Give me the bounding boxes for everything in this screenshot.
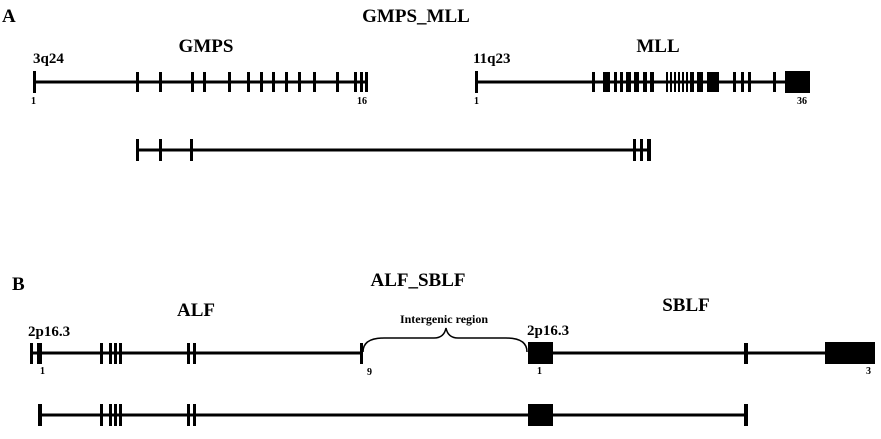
alf-exon [100, 343, 103, 364]
mll-exon [643, 72, 647, 92]
mll-exon [773, 72, 776, 92]
gmps-exon [136, 72, 139, 92]
gmps-exon-last-number: 16 [357, 96, 367, 107]
mll-gene-label: MLL [636, 36, 679, 57]
sblf-exon-last-number: 3 [866, 366, 871, 377]
gmps-exon [298, 72, 301, 92]
sblf-gene-track [528, 342, 875, 364]
mll-exon-last-number: 36 [797, 96, 807, 107]
alf-gene-track [30, 343, 363, 364]
alf-exon [37, 343, 42, 364]
gmps-exon [313, 72, 316, 92]
fusion-b-exon [100, 404, 103, 426]
mll-exon [690, 72, 694, 92]
mll-exon [686, 72, 688, 92]
alf-exon [30, 343, 33, 364]
panel-a-letter: A [2, 6, 16, 27]
gmps-exon-first-number: 1 [31, 96, 36, 107]
alf-exon [187, 343, 190, 364]
fusion-b-exon [109, 404, 112, 426]
sblf-exon [528, 342, 553, 364]
alf-exon-last-number: 9 [367, 367, 372, 378]
fusion-b-exon [744, 404, 748, 426]
gmps-exon [33, 71, 36, 93]
mll-exon [674, 72, 676, 92]
fusion-b-exon [193, 404, 196, 426]
mll-exon [748, 72, 751, 92]
intergenic-region-label: Intergenic region [400, 312, 488, 326]
mll-exon [666, 72, 668, 92]
intergenic-brace [362, 327, 528, 353]
fusion-b-exon [187, 404, 190, 426]
sblf-exon-first-number: 1 [537, 366, 542, 377]
gmps-exon [336, 72, 339, 92]
mll-exon [707, 72, 719, 92]
mll-exon [697, 72, 703, 92]
mll-exon [603, 72, 610, 92]
mll-exon [475, 71, 478, 93]
gmps-exon [272, 72, 275, 92]
panel-b-fusion-title: ALF_SBLF [370, 270, 465, 291]
gmps-gene-track [33, 71, 368, 93]
alf-chromosome-band: 2p16.3 [28, 324, 70, 340]
gmps-exon [260, 72, 263, 92]
mll-exon [650, 72, 654, 92]
gmps-gene-label: GMPS [179, 36, 234, 57]
alf-exon [360, 343, 363, 364]
mll-exon [626, 72, 631, 92]
gmps-mll-fusion-track [136, 139, 651, 161]
mll-exon [733, 72, 736, 92]
alf-sblf-fusion-track [38, 404, 748, 426]
sblf-gene-label: SBLF [662, 295, 710, 316]
mll-exon [614, 72, 617, 92]
fusion-a-exon [159, 139, 162, 161]
gmps-chromosome-band: 3q24 [33, 51, 64, 67]
fusion-b-exon [528, 404, 553, 426]
alf-exon-first-number: 1 [40, 366, 45, 377]
alf-exon [109, 343, 112, 364]
mll-exon [634, 72, 639, 92]
panel-b-letter: B [12, 274, 25, 295]
fusion-a-exon [640, 139, 643, 161]
sblf-chromosome-band: 2p16.3 [527, 323, 569, 339]
gmps-exon [365, 72, 368, 92]
gmps-exon [285, 72, 288, 92]
panel-a-fusion-title: GMPS_MLL [362, 6, 470, 27]
gmps-exon [191, 72, 194, 92]
alf-exon [119, 343, 122, 364]
fusion-a-exon [136, 139, 139, 161]
mll-exon [592, 72, 595, 92]
fusion-a-exon [190, 139, 193, 161]
mll-exon-first-number: 1 [474, 96, 479, 107]
fusion-b-exon [114, 404, 117, 426]
mll-exon [670, 72, 672, 92]
gmps-exon [228, 72, 231, 92]
fusion-b-exon [38, 404, 42, 426]
sblf-exon [744, 343, 748, 364]
mll-exon [678, 72, 680, 92]
gmps-exon [203, 72, 206, 92]
fusion-a-exon [647, 139, 651, 161]
mll-gene-track [475, 71, 810, 93]
mll-exon [682, 72, 684, 92]
gmps-exon [159, 72, 162, 92]
alf-exon [193, 343, 196, 364]
gmps-exon [360, 72, 363, 92]
sblf-exon [825, 342, 875, 364]
alf-gene-label: ALF [177, 300, 215, 321]
mll-chromosome-band: 11q23 [473, 51, 511, 67]
fusion-a-exon [633, 139, 636, 161]
gmps-exon [354, 72, 357, 92]
alf-exon [114, 343, 117, 364]
mll-exon [785, 71, 810, 93]
gmps-exon [247, 72, 250, 92]
fusion-b-exon [119, 404, 122, 426]
mll-exon [741, 72, 744, 92]
mll-exon [620, 72, 623, 92]
